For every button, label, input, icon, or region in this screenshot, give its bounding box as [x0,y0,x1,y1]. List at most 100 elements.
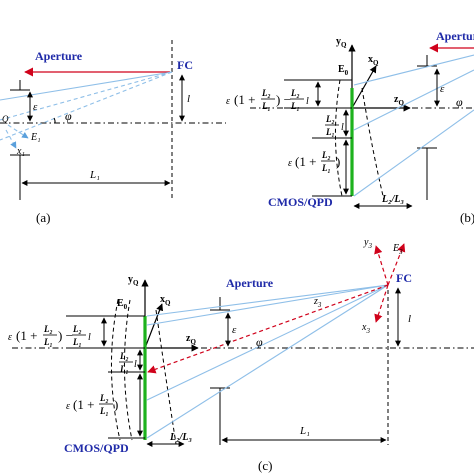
panel-a-l-label: l [187,93,190,105]
panel-b-wavefront-1 [334,79,343,197]
panel-c-y3-axis [374,245,389,286]
panel-c-wavefront-3 [155,309,177,445]
panel-c-yq-label: yQ [128,274,139,287]
panel-c-ray-lower [146,284,389,439]
panel-b-epsilon-label: ε [440,83,445,95]
svg-text:): ) [336,154,340,169]
panel-b-x-axis [351,65,377,109]
panel-b-yq-label: yQ [336,36,347,49]
panel-c-equation-mid: L₂ L₁ l [119,351,137,374]
panel-b-ray-upper [353,54,474,86]
panel-c-detector-label: CMOS/QPD [64,441,129,455]
panel-b-equation-bot: ε (1 + L₂ L₁ ) [288,150,340,173]
svg-text:L₁: L₁ [99,406,109,416]
panel-a-x1-arrow [5,129,17,149]
panel-c-e0-label: E0 [117,298,128,311]
panel-b: yQ xQ zQ E0 Aperture ε φ [226,29,474,225]
svg-text:L₁: L₁ [43,337,53,347]
panel-c-ratio-label: L₂/L₃ [169,432,192,443]
panel-c-fc-label: FC [396,271,412,285]
panel-a-q-label: Q [2,114,9,124]
panel-c-x3-axis [374,284,389,323]
panel-c: yQ xQ zQ E0 Aperture z3 y3 E3 x3 FC [8,237,474,473]
panel-c-phi-label: φ [256,335,263,349]
panel-c-e3-axis [387,243,406,286]
panel-b-equation-mid: L₂ L₁ l [325,114,344,137]
panel-a-epsilon-label: ε [33,101,38,113]
svg-text:ε: ε [66,401,70,412]
panel-c-x3-label: x3 [361,322,370,335]
panel-c-x-axis [144,303,164,349]
svg-text:ε: ε [226,96,230,107]
panel-b-caption: (b) [460,210,474,225]
svg-text:(1 +: (1 + [234,92,255,107]
svg-text:L₁: L₁ [72,337,82,347]
panel-a: Aperture FC ε l φ E₁ x₁ Q L₁ (a) [0,40,226,225]
panel-b-wavefront-2 [361,87,385,201]
svg-text:(1 +: (1 + [73,397,94,412]
panel-c-aperture-label: Aperture [226,276,274,290]
svg-text:L₂: L₂ [290,88,300,98]
panel-a-caption: (a) [36,210,50,225]
svg-text:L₂: L₂ [72,324,82,334]
panel-c-l-label: l [408,313,411,325]
panel-c-ray-mid [146,284,389,401]
panel-c-ray-upper [146,284,389,326]
panel-a-aperture-label: Aperture [35,49,83,63]
panel-a-e1-arrow [7,124,29,139]
panel-c-wavefront-1 [111,299,121,441]
svg-text:l: l [88,332,91,343]
panel-c-equation-bot: ε (1 + L₂ L₁ ) [66,393,118,416]
panel-c-caption: (c) [258,458,272,473]
panel-b-e0-label: E0 [338,64,349,77]
panel-a-ray-lower [0,71,173,141]
svg-text:) −: ) − [276,92,291,107]
panel-b-zq-label: zQ [394,94,404,107]
svg-text:): ) [114,397,118,412]
svg-text:l: l [306,96,309,107]
panel-a-l1-label: L₁ [89,169,100,181]
panel-a-e1-label: E₁ [30,132,41,143]
panel-a-phi-arc [53,117,56,124]
panel-b-xq-label: xQ [368,54,379,67]
panel-c-z3-ray [147,284,389,374]
svg-text:L₂: L₂ [261,88,271,98]
svg-text:(1 +: (1 + [16,328,37,343]
svg-text:) −: ) − [58,328,73,343]
panel-c-l1-label: L₁ [299,425,310,437]
panel-c-xq-label: xQ [160,294,171,307]
panel-b-equation-top: ε (1 + L₂ L₁ ) − L₂ L₁ l [226,88,309,111]
panel-b-aperture-label: Aperture [436,29,474,43]
panel-a-phi-label: φ [65,109,72,123]
svg-text:ε: ε [288,158,292,169]
svg-text:L₁: L₁ [261,101,271,111]
svg-text:L₁: L₁ [290,101,300,111]
panel-c-equation-top: ε (1 + L₂ L₁ ) − L₂ L₁ l [8,324,91,347]
svg-text:L₁: L₁ [325,127,335,137]
panel-c-y3-label: y3 [363,237,372,250]
panel-b-ray-mid [353,69,474,131]
panel-a-fc-label: FC [177,58,193,72]
panel-a-ray-upper [0,71,173,101]
panel-c-e3-label: E3 [392,243,403,256]
svg-text:L₂: L₂ [119,351,129,361]
svg-text:L₂: L₂ [321,150,331,160]
panel-c-epsilon-label: ε [232,324,237,336]
svg-text:(1 +: (1 + [295,154,316,169]
panel-c-zq-label: zQ [186,333,196,346]
panel-b-ray-lower [353,109,474,197]
panel-b-detector-label: CMOS/QPD [268,195,333,209]
svg-text:ε: ε [8,332,12,343]
svg-text:L₂: L₂ [99,393,109,403]
panel-b-ratio-label: L₂/L₃ [381,194,404,205]
svg-text:l: l [341,122,344,133]
svg-text:l: l [134,359,137,370]
panel-c-z3-label: z3 [313,296,322,309]
svg-text:L₂: L₂ [43,324,53,334]
svg-text:L₂: L₂ [325,114,335,124]
panel-a-x1-label: x₁ [16,146,25,157]
panel-b-phi-label: φ [456,95,463,109]
svg-text:L₁: L₁ [321,163,331,173]
svg-text:L₁: L₁ [119,364,129,374]
